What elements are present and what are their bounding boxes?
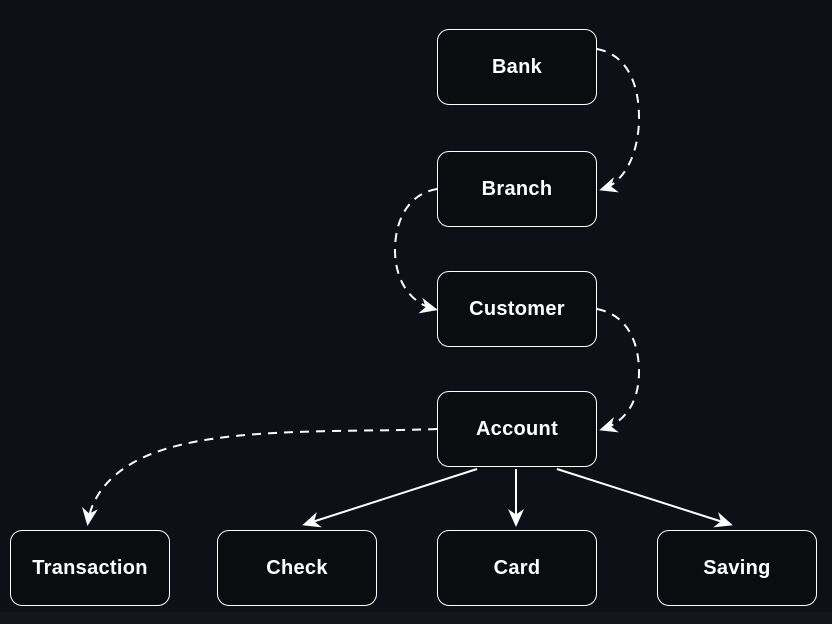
node-branch-label: Branch [481,177,553,200]
edge-customer-account [596,308,641,433]
node-card-label: Card [493,556,541,579]
node-transaction-label: Transaction [32,556,148,579]
node-saving-label: Saving [703,556,771,579]
edge-branch-customer [393,188,438,314]
edge-account-transaction [82,428,438,526]
node-bank: Bank [437,29,597,105]
node-customer: Customer [437,271,597,347]
node-bank-label: Bank [491,55,543,78]
node-transaction: Transaction [10,530,170,606]
page-background-strip [0,612,832,624]
edge-bank-branch [596,48,641,193]
node-customer-label: Customer [469,297,565,320]
node-account-label: Account [475,417,559,440]
node-account: Account [437,391,597,467]
node-branch: Branch [437,151,597,227]
node-check-label: Check [266,556,328,579]
node-saving: Saving [657,530,817,606]
edge-account-check [302,468,478,528]
node-card: Card [437,530,597,606]
node-check: Check [217,530,377,606]
edge-account-saving [556,468,733,528]
